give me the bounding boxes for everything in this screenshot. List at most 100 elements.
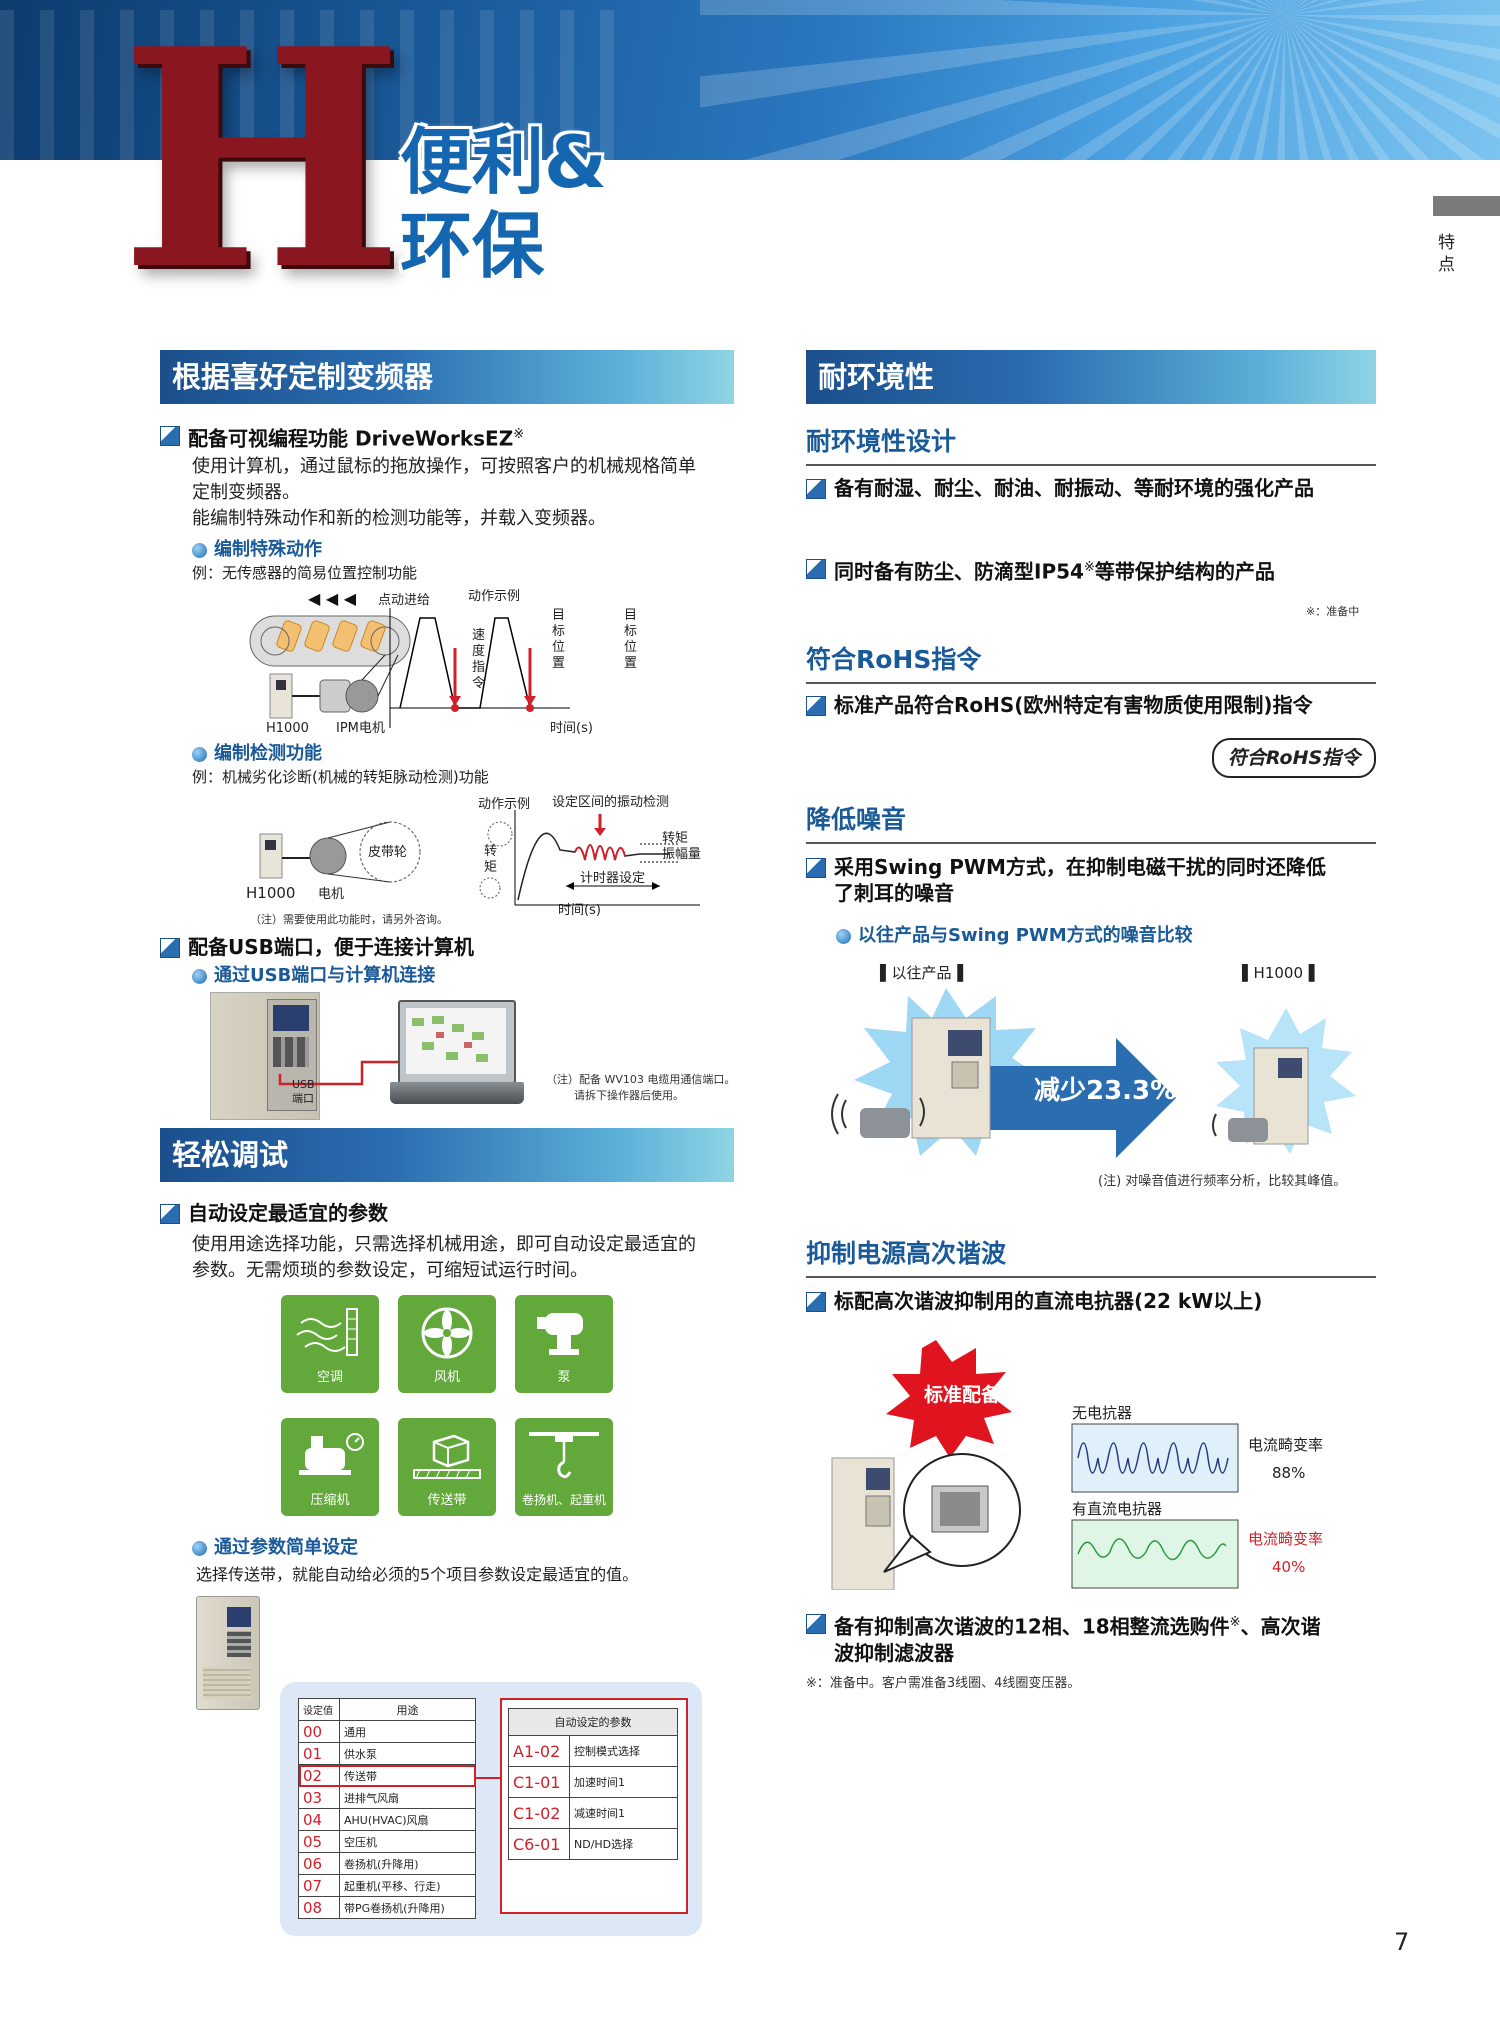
table-cell-code: 02 (298, 1764, 340, 1787)
param-code: C1-02 (508, 1797, 570, 1829)
thd-label-1: 电流畸变率 (1248, 1436, 1324, 1454)
tile-air-conditioning[interactable]: 空调 (281, 1295, 379, 1393)
table-cell-code: 01 (298, 1742, 340, 1765)
thd-value-1: 88% (1272, 1464, 1306, 1482)
noise-comparison-svg (831, 988, 1356, 1158)
label-action-example-2: 动作示例 (478, 797, 531, 812)
table-cell-code: 00 (298, 1720, 340, 1743)
tile-pump[interactable]: 泵 (515, 1295, 613, 1393)
bullet-simple-setup: 通过参数简单设定 (192, 1536, 358, 1560)
note-contact: （注）需要使用此功能时，请另外咨询。 (250, 913, 448, 926)
subheading-env-design: 耐环境性设计 (806, 422, 1376, 466)
page-number: 7 (1394, 1928, 1410, 1956)
bullet-noise-compare: 以往产品与Swing PWM方式的噪音比较 (836, 924, 1193, 948)
tile-label: 风机 (433, 1370, 460, 1385)
label-target-1: 目标位置 (552, 608, 566, 671)
tile-hoist-crane[interactable]: 卷扬机、起重机 (515, 1418, 613, 1516)
auto-param-header: 自动设定的参数 (508, 1708, 678, 1736)
usb-connection-diagram: USB 端口 （注）配备 WV103 电缆用通信端口。 请拆下操作器后使用。 (210, 992, 740, 1120)
label-vibration-range: 设定区间的振动检测 (552, 795, 670, 810)
label-pulley: 皮带轮 (368, 845, 408, 860)
rohs-badge: 符合RoHS指令 (1212, 738, 1376, 778)
param-name: 加速时间1 (569, 1766, 678, 1798)
desc-line: 定制变频器。 (192, 482, 300, 503)
example-special-action: 例：无传感器的简易位置控制功能 (192, 564, 418, 582)
conveyor-icon (413, 1434, 481, 1479)
table-cell-use: 通用 (339, 1720, 476, 1743)
tile-conveyor[interactable]: 传送带 (398, 1418, 496, 1516)
label-h1000: H1000 (266, 721, 309, 736)
drivewors-description: 使用计算机，通过鼠标的拖放操作，可按照客户的机械规格简单 定制变频器。 能编制特… (192, 454, 742, 532)
harmonics-figure: 标准配备 无电抗器 有直流电抗器 电流畸变率 88% 电流畸变率 40% (826, 1340, 1376, 1590)
feature-line: 备有抑制高次谐波的12相、18相整流选购件 (834, 1614, 1230, 1639)
laptop-keyboard (390, 1082, 524, 1104)
feature-12-18-phase: 备有抑制高次谐波的12相、18相整流选购件※、高次谐 波抑制滤波器 (806, 1610, 1404, 1666)
connector-arrow (476, 1777, 500, 1779)
feature-line-tail: 、高次谐 (1240, 1614, 1321, 1639)
tile-label: 传送带 (427, 1493, 467, 1508)
table-cell-use: 起重机(平移、行走) (339, 1874, 476, 1897)
side-tab-label: 特点 (1438, 233, 1455, 275)
label-h1000-2: H1000 (246, 884, 296, 902)
label-motor: 电机 (318, 887, 345, 902)
compressor-icon (299, 1433, 364, 1475)
thd-label-2: 电流畸变率 (1248, 1530, 1324, 1548)
feature-drivewors: 配备可视编程功能 DriveWorksEZ※ (160, 422, 768, 452)
h1000-text: H1000 (1253, 964, 1303, 982)
inverter-closeup (210, 992, 320, 1120)
label-h1000: ▌H1000▐ (1242, 964, 1315, 982)
table-cell-use: 空压机 (339, 1830, 476, 1853)
feature-drivewors-text: 配备可视编程功能 DriveWorksEZ (188, 426, 514, 451)
param-code: A1-02 (508, 1735, 570, 1767)
usb-label: USB (292, 1078, 315, 1091)
auto-param-description: 使用用途选择功能，只需选择机械用途，即可自动设定最适宜的 参数。无需烦琐的参数设… (192, 1232, 742, 1284)
simple-setup-description: 选择传送带，就能自动给必须的5个项目参数设定最适宜的值。 (196, 1565, 639, 1584)
side-tab (1433, 196, 1500, 216)
standard-badge: 标准配备 (924, 1384, 1001, 1406)
table-header-row: 设定值 用途 (298, 1698, 476, 1721)
tile-label: 泵 (557, 1370, 571, 1385)
usb-note-line: 请拆下操作器后使用。 (574, 1089, 684, 1102)
label-jog: 点动进给 (378, 593, 431, 608)
tile-compressor[interactable]: 压缩机 (281, 1418, 379, 1516)
feature-rohs: 标准产品符合RoHS(欧州特定有害物质使用限制)指令 (806, 692, 1404, 718)
tile-label: 空调 (316, 1370, 343, 1385)
noise-reduction-value: 减少23.3% (1034, 1076, 1177, 1106)
desc-line: 使用用途选择功能，只需选择机械用途，即可自动设定最适宜的 (192, 1234, 696, 1255)
page-title: 便利& 环保 (400, 120, 607, 288)
section-header-easy-setup: 轻松调试 (160, 1128, 734, 1182)
inverter-photo (196, 1596, 260, 1710)
feature-ip54: 同时备有防尘、防滴型IP54※等带保护结构的产品 (806, 555, 1404, 585)
feature-ip54-text: 同时备有防尘、防滴型IP54 (834, 559, 1084, 584)
svg-text:◀ ◀ ◀: ◀ ◀ ◀ (308, 589, 357, 608)
label-no-reactor: 无电抗器 (1072, 1404, 1133, 1422)
noise-note: (注) 对噪音值进行频率分析，比较其峰值。 (1098, 1174, 1347, 1189)
tile-label: 卷扬机、起重机 (521, 1493, 606, 1507)
diagram-position-control: ◀ ◀ ◀ 点动进给 动作示例 速度指令 目标位置 目标位置 时间(s) H10… (240, 588, 660, 738)
label-old-product: ▌以往产品▐ (880, 964, 964, 982)
tile-fan[interactable]: 风机 (398, 1295, 496, 1393)
label-action-example: 动作示例 (468, 589, 521, 604)
footnote-mark: ※ (1083, 560, 1095, 575)
old-product-text: 以往产品 (891, 964, 952, 982)
usb-note-line: （注）配备 WV103 电缆用通信端口。 (546, 1073, 736, 1086)
param-name: 控制模式选择 (569, 1735, 678, 1767)
footnote-mark: ※ (1229, 1615, 1241, 1630)
feature-dc-reactor: 标配高次谐波抑制用的直流电抗器(22 kW以上) (806, 1288, 1404, 1314)
param-name: 减速时间1 (569, 1797, 678, 1829)
